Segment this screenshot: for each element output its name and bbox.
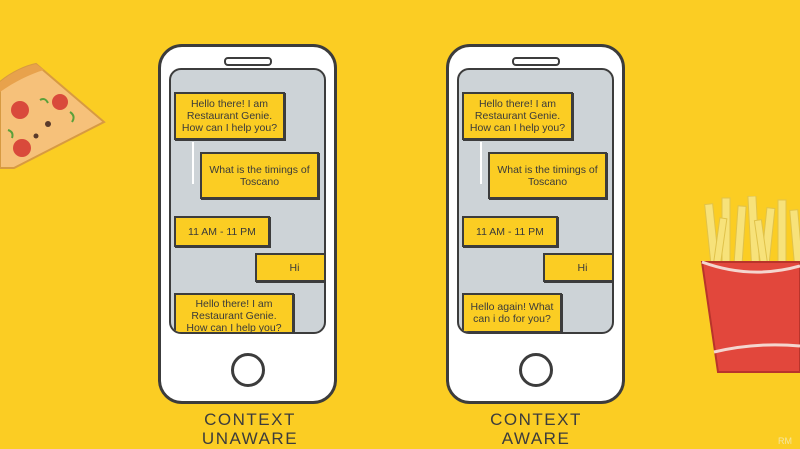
- caption-line1: CONTEXT: [204, 410, 296, 429]
- chat-message-bot: Hello again! What can i do for you?: [462, 293, 562, 332]
- chat-screen: Hello there! I am Restaurant Genie. How …: [169, 68, 326, 334]
- french-fries-illustration: [700, 196, 800, 373]
- chat-message-bot: Hello there! I am Restaurant Genie. How …: [174, 293, 294, 332]
- caption-line1: CONTEXT: [490, 410, 582, 429]
- chat-message-user: Hi: [255, 253, 324, 282]
- phone-context-aware: Hello there! I am Restaurant Genie. How …: [446, 44, 625, 404]
- phone-context-unaware: Hello there! I am Restaurant Genie. How …: [158, 44, 337, 404]
- chat-message-bot: Hello there! I am Restaurant Genie. How …: [174, 92, 285, 140]
- scroll-indicator: [192, 142, 194, 184]
- home-button: [230, 353, 265, 387]
- chat-message-user: What is the timings of Toscano: [200, 152, 319, 199]
- phone-speaker: [223, 57, 272, 66]
- caption-line2: UNAWARE: [201, 429, 299, 448]
- scroll-indicator: [480, 142, 482, 184]
- chat-message-user: What is the timings of Toscano: [488, 152, 607, 199]
- phone-speaker: [511, 57, 560, 66]
- chat-message-bot: 11 AM - 11 PM: [462, 216, 558, 247]
- home-button: [518, 353, 553, 387]
- watermark: RM: [778, 436, 792, 446]
- chat-message-bot: 11 AM - 11 PM: [174, 216, 270, 247]
- chat-message-bot: Hello there! I am Restaurant Genie. How …: [462, 92, 573, 140]
- pizza-slice-illustration: [0, 62, 106, 169]
- caption-context-unaware: CONTEXT UNAWARE: [150, 410, 350, 448]
- chat-message-user: Hi: [543, 253, 612, 282]
- chat-screen: Hello there! I am Restaurant Genie. How …: [457, 68, 614, 334]
- caption-line2: AWARE: [501, 429, 571, 448]
- caption-context-aware: CONTEXT AWARE: [436, 410, 636, 448]
